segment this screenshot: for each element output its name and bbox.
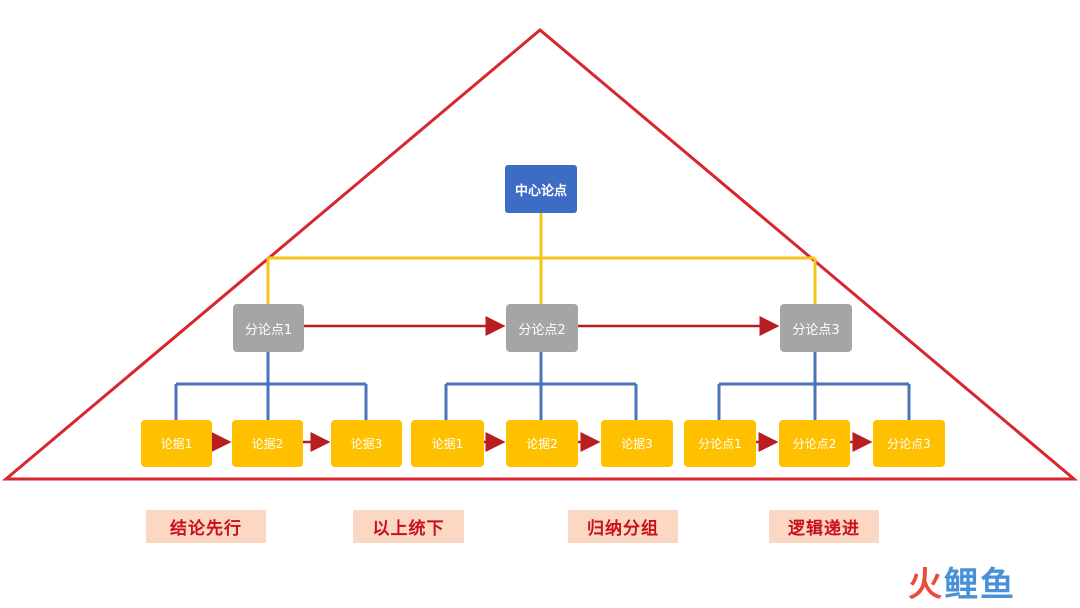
group3-connectors xyxy=(717,352,911,420)
central-argument-box: 中心论点 xyxy=(505,165,577,213)
group2-connectors xyxy=(444,352,638,420)
evidence-box: 论据3 xyxy=(331,420,402,467)
evidence-box: 论据3 xyxy=(601,420,673,467)
watermark-logo: 火鲤鱼 xyxy=(908,560,1016,605)
principle-label: 逻辑递进 xyxy=(769,510,879,543)
progression-arrows xyxy=(211,316,873,452)
pyramid-outline xyxy=(1,28,1079,481)
group1-connectors xyxy=(174,352,368,420)
root-connectors xyxy=(266,213,817,304)
evidence-box: 分论点3 xyxy=(873,420,945,467)
evidence-box: 论据1 xyxy=(141,420,212,467)
evidence-box: 分论点2 xyxy=(779,420,850,467)
sub-point-box-3: 分论点3 xyxy=(780,304,852,352)
principle-label: 归纳分组 xyxy=(568,510,678,543)
watermark-text-part2: 鲤鱼 xyxy=(944,564,1016,605)
evidence-box: 论据2 xyxy=(506,420,578,467)
evidence-box: 论据1 xyxy=(411,420,484,467)
evidence-box: 分论点1 xyxy=(684,420,756,467)
principle-label: 结论先行 xyxy=(146,510,266,543)
sub-point-box-1: 分论点1 xyxy=(233,304,304,352)
sub-point-box-2: 分论点2 xyxy=(506,304,578,352)
watermark-text-part1: 火 xyxy=(908,564,944,605)
principle-label: 以上统下 xyxy=(353,510,464,543)
evidence-box: 论据2 xyxy=(232,420,303,467)
